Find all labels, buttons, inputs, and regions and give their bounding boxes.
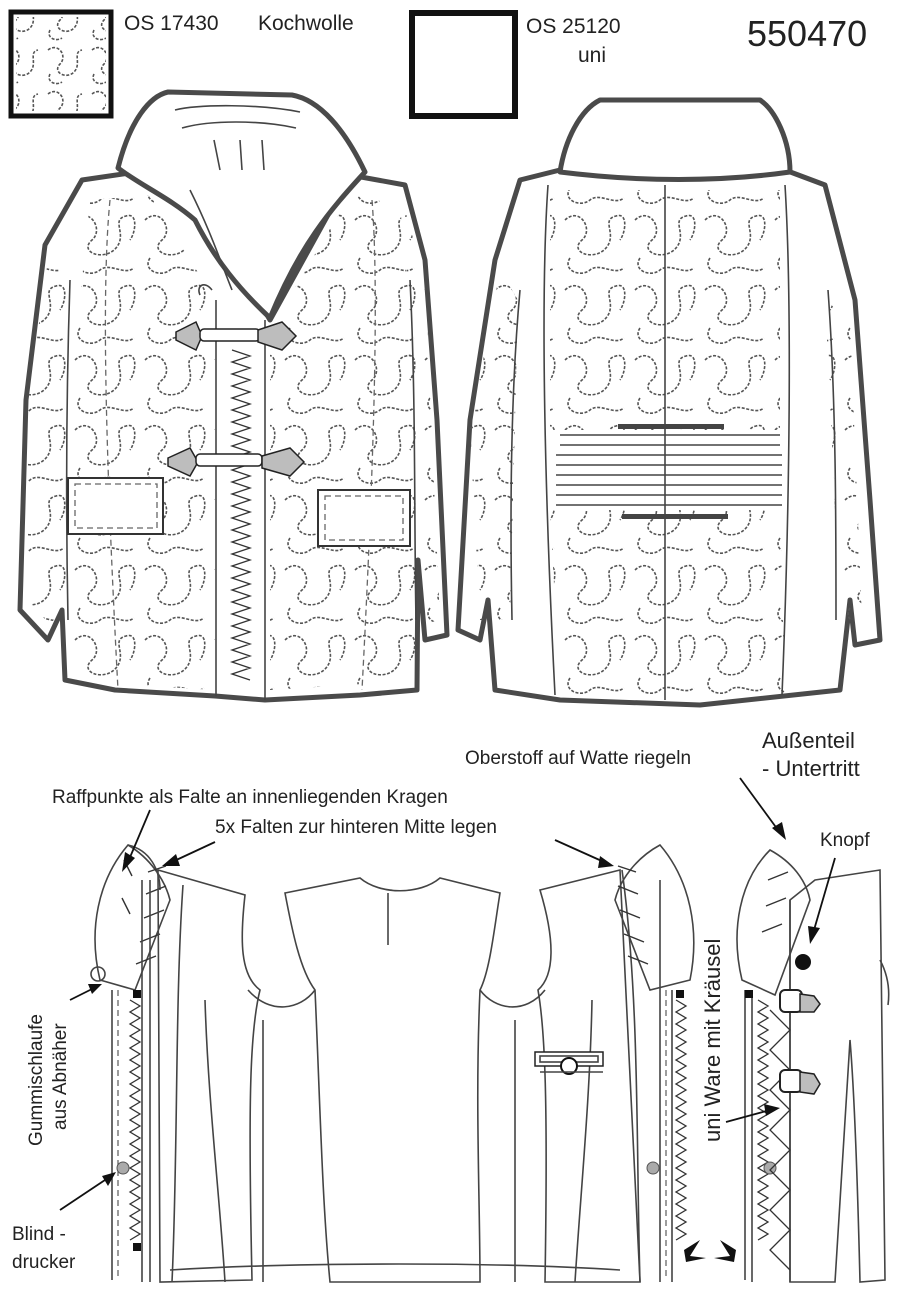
arrow-icon bbox=[69, 984, 102, 1001]
button-icon bbox=[795, 954, 811, 970]
swatch-kochwolle-icon bbox=[16, 17, 106, 111]
label-knopf: Knopf bbox=[820, 830, 870, 851]
toggle-fastener-icon bbox=[175, 320, 298, 352]
swatch2-name: uni bbox=[578, 44, 606, 67]
arrow-icon bbox=[739, 777, 786, 840]
label-raffpunkte: Raffpunkte als Falte an innenliegenden K… bbox=[52, 787, 448, 808]
swatch-kochwolle bbox=[8, 9, 114, 119]
label-blind-2: drucker bbox=[12, 1252, 76, 1273]
label-falten: 5x Falten zur hinteren Mitte legen bbox=[215, 817, 497, 838]
label-uni-ware: uni Ware mit Kräusel bbox=[700, 939, 725, 1142]
toggle-fastener-icon bbox=[167, 447, 306, 477]
toggle-fastener-icon bbox=[779, 989, 821, 1013]
arrow-icon bbox=[725, 1104, 780, 1123]
arrow-icon bbox=[122, 809, 151, 872]
toggle-fastener-icon bbox=[779, 1069, 821, 1095]
back-view bbox=[455, 97, 883, 708]
label-gummi-2: aus Abnäher bbox=[50, 1023, 71, 1130]
flat-pattern bbox=[90, 843, 890, 1283]
label-aussenteil-2: - Untertritt bbox=[762, 756, 860, 781]
arrow-icon bbox=[162, 841, 216, 866]
swatch2-code: OS 25120 bbox=[526, 15, 621, 38]
arrow-icon bbox=[59, 1172, 116, 1211]
swatch-uni-icon bbox=[409, 10, 518, 119]
label-blind-1: Blind - bbox=[12, 1224, 66, 1245]
toggle-fastener-icon bbox=[534, 1051, 604, 1075]
arrow-icon bbox=[808, 857, 836, 944]
label-gummi-1: Gummischlaufe bbox=[26, 1014, 47, 1146]
annotation-arrows bbox=[59, 777, 836, 1262]
label-oberstoff: Oberstoff auf Watte riegeln bbox=[465, 748, 691, 769]
model-number: 550470 bbox=[747, 13, 867, 54]
swatch1-name: Kochwolle bbox=[258, 12, 354, 35]
button-icon bbox=[560, 1057, 578, 1075]
arrow-icon bbox=[554, 839, 614, 868]
front-view bbox=[17, 89, 450, 703]
label-aussenteil-1: Außenteil bbox=[762, 728, 855, 753]
swatch1-code: OS 17430 bbox=[124, 12, 219, 35]
